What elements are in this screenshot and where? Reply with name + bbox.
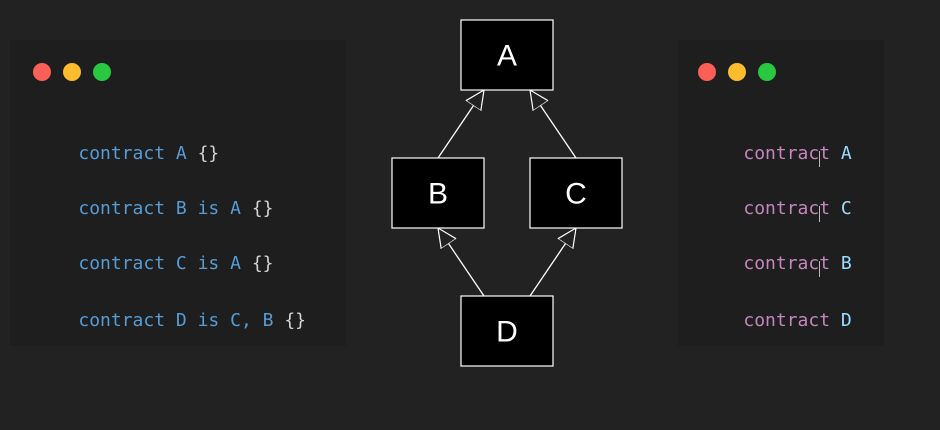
code-line-contract-a: contract A {} bbox=[35, 121, 219, 187]
code-line-contract-c: contract C is A {} bbox=[35, 231, 274, 297]
keyword-contract: contract bbox=[78, 143, 166, 164]
linearization-line-1: contract A bbox=[700, 121, 852, 187]
empty-body: {} bbox=[197, 143, 220, 164]
linearization-connector bbox=[819, 151, 820, 167]
keyword-contract: contract bbox=[743, 143, 831, 164]
linearization-connector bbox=[819, 261, 820, 277]
zoom-window-dot-icon[interactable] bbox=[93, 63, 111, 81]
edge-b-to-a bbox=[437, 90, 484, 159]
keyword-contract: contract bbox=[78, 253, 166, 274]
contract-name: D bbox=[175, 310, 187, 331]
contract-name: A bbox=[175, 143, 187, 164]
code-window-left: contract A {} contract B is A {} contrac… bbox=[10, 40, 346, 346]
linearized-contract-name: C bbox=[840, 198, 852, 219]
parent-list: C, B bbox=[230, 310, 274, 331]
close-window-dot-icon[interactable] bbox=[698, 63, 716, 81]
keyword-contract: contract bbox=[743, 198, 831, 219]
keyword-contract: contract bbox=[78, 198, 166, 219]
empty-body: {} bbox=[284, 310, 307, 331]
empty-body: {} bbox=[251, 253, 274, 274]
keyword-contract: contract bbox=[78, 310, 166, 331]
edge-d-to-c bbox=[529, 228, 576, 297]
close-window-dot-icon[interactable] bbox=[33, 63, 51, 81]
edge-d-to-b bbox=[438, 228, 485, 297]
node-b: B bbox=[391, 157, 485, 229]
code-line-contract-b: contract B is A {} bbox=[35, 176, 274, 242]
node-a-label: A bbox=[497, 40, 517, 73]
keyword-contract: contract bbox=[743, 253, 831, 274]
linearization-line-3: contract B bbox=[700, 231, 852, 297]
keyword-contract: contract bbox=[743, 310, 831, 331]
node-c-label: C bbox=[565, 178, 587, 211]
empty-body: {} bbox=[251, 198, 274, 219]
keyword-is: is bbox=[197, 253, 220, 274]
node-b-label: B bbox=[428, 178, 448, 211]
parent-list: A bbox=[230, 253, 241, 274]
minimize-window-dot-icon[interactable] bbox=[728, 63, 746, 81]
linearized-contract-name: A bbox=[840, 143, 852, 164]
zoom-window-dot-icon[interactable] bbox=[758, 63, 776, 81]
node-a: A bbox=[460, 19, 554, 91]
parent-list: A bbox=[230, 198, 241, 219]
node-d: D bbox=[460, 295, 554, 367]
contract-name: B bbox=[175, 198, 187, 219]
code-window-right: contract A contract C contract B contrac… bbox=[678, 40, 884, 346]
linearization-line-4: contract D bbox=[700, 288, 852, 354]
linearized-contract-name: D bbox=[840, 310, 852, 331]
keyword-is: is bbox=[197, 310, 220, 331]
linearization-line-2: contract C bbox=[700, 176, 852, 242]
minimize-window-dot-icon[interactable] bbox=[63, 63, 81, 81]
code-line-contract-d: contract D is C, B {} bbox=[35, 288, 306, 354]
node-d-label: D bbox=[496, 316, 518, 349]
edge-c-to-a bbox=[530, 90, 577, 159]
node-c: C bbox=[529, 157, 623, 229]
keyword-is: is bbox=[197, 198, 220, 219]
contract-name: C bbox=[175, 253, 187, 274]
linearized-contract-name: B bbox=[840, 253, 852, 274]
linearization-connector bbox=[819, 206, 820, 222]
